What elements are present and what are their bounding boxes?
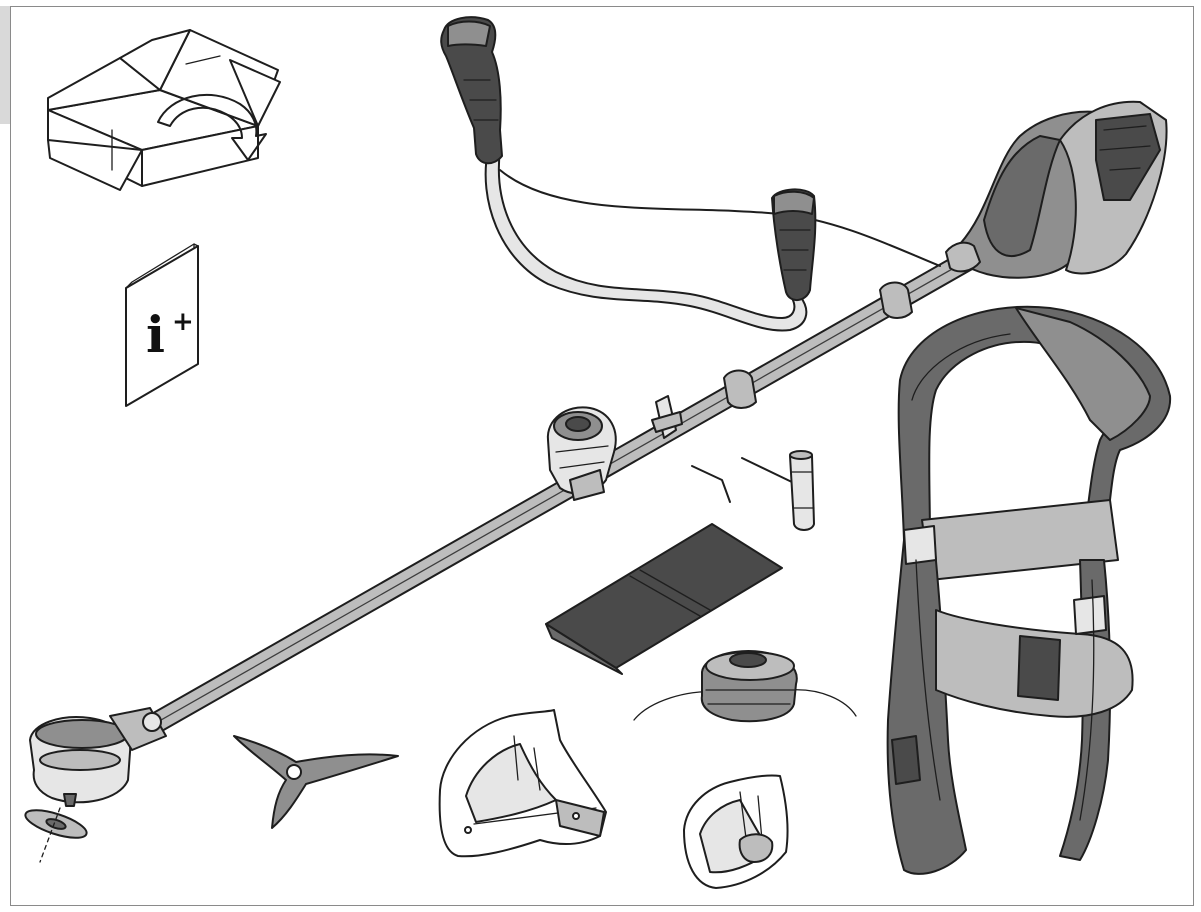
three-tooth-blade xyxy=(233,735,399,829)
socket-tool xyxy=(741,450,815,531)
box-unpack-icon xyxy=(47,29,281,191)
shaft-clamps xyxy=(651,281,913,439)
handlebar-assembly xyxy=(440,16,941,332)
battery-motor-housing xyxy=(945,100,1168,279)
shoulder-harness xyxy=(886,305,1172,875)
small-grass-guard xyxy=(683,774,789,889)
hex-key xyxy=(691,465,731,503)
trimmer-shaft xyxy=(119,251,975,749)
trimmer-head xyxy=(633,650,857,723)
manual-info-plus: + xyxy=(172,307,194,337)
tool-pouch xyxy=(545,523,783,675)
page-edge-tab xyxy=(0,6,12,124)
guard-mount-bracket xyxy=(546,406,617,501)
large-grass-guard xyxy=(438,709,607,858)
gear-head xyxy=(24,707,167,863)
rotate-arrow-icon xyxy=(157,93,267,161)
manual-info-icon: i + xyxy=(125,243,199,407)
manual-info-letter: i xyxy=(146,305,165,364)
